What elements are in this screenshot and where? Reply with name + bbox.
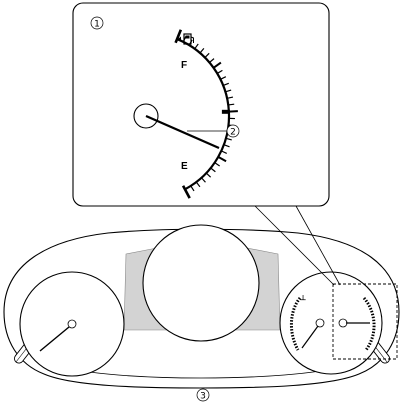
gauge-tick <box>216 69 223 74</box>
full-label: F <box>181 60 187 71</box>
gauge-tick <box>210 167 216 173</box>
gauge-tick <box>226 96 234 99</box>
leader-line-left <box>254 205 335 286</box>
leader-line-right <box>295 205 341 286</box>
detail-highlight-box <box>332 283 398 360</box>
gauge-tick <box>199 48 205 54</box>
gauge-tick <box>188 39 193 46</box>
gauge-tick <box>222 82 229 87</box>
gauge-tick <box>205 172 212 178</box>
gauge-tick <box>221 150 228 154</box>
instrument-cluster: ⊥ 3 <box>3 224 400 402</box>
svg-text:⊥: ⊥ <box>300 294 306 302</box>
gauge-half-mark <box>221 109 230 114</box>
right-dial <box>279 271 383 375</box>
gauge-tick <box>223 144 230 148</box>
gauge-tick <box>220 76 227 80</box>
fuel-needle <box>145 114 220 150</box>
center-dial <box>142 224 260 342</box>
gauge-full-cap <box>174 29 183 44</box>
left-dial-needle <box>39 326 70 352</box>
gauge-tick <box>204 52 210 58</box>
gauge-tick <box>195 181 201 188</box>
gauge-tick <box>212 61 222 69</box>
gauge-tick <box>228 103 235 106</box>
small-gauge-scale <box>290 297 302 351</box>
mini-fuel-scale <box>362 297 376 351</box>
callout-1: 1 <box>94 20 100 30</box>
gauge-tick <box>225 137 232 141</box>
detail-frame <box>72 2 330 207</box>
fuel-gauge-scale <box>174 29 238 199</box>
gauge-tick <box>194 43 199 50</box>
callout-3: 3 <box>200 392 206 402</box>
gauge-tick <box>225 89 232 93</box>
gauge-tick <box>201 177 206 183</box>
gauge-tick <box>182 36 187 43</box>
callout-2: 2 <box>230 128 236 138</box>
gauge-tick <box>214 162 220 167</box>
empty-label: E <box>181 161 188 172</box>
gauge-tick <box>217 156 227 163</box>
gauge-tick <box>190 185 195 192</box>
detail-view: 1 F E 2 <box>72 2 330 207</box>
gauge-empty-cap <box>181 185 191 199</box>
gauge-tick <box>209 58 215 63</box>
